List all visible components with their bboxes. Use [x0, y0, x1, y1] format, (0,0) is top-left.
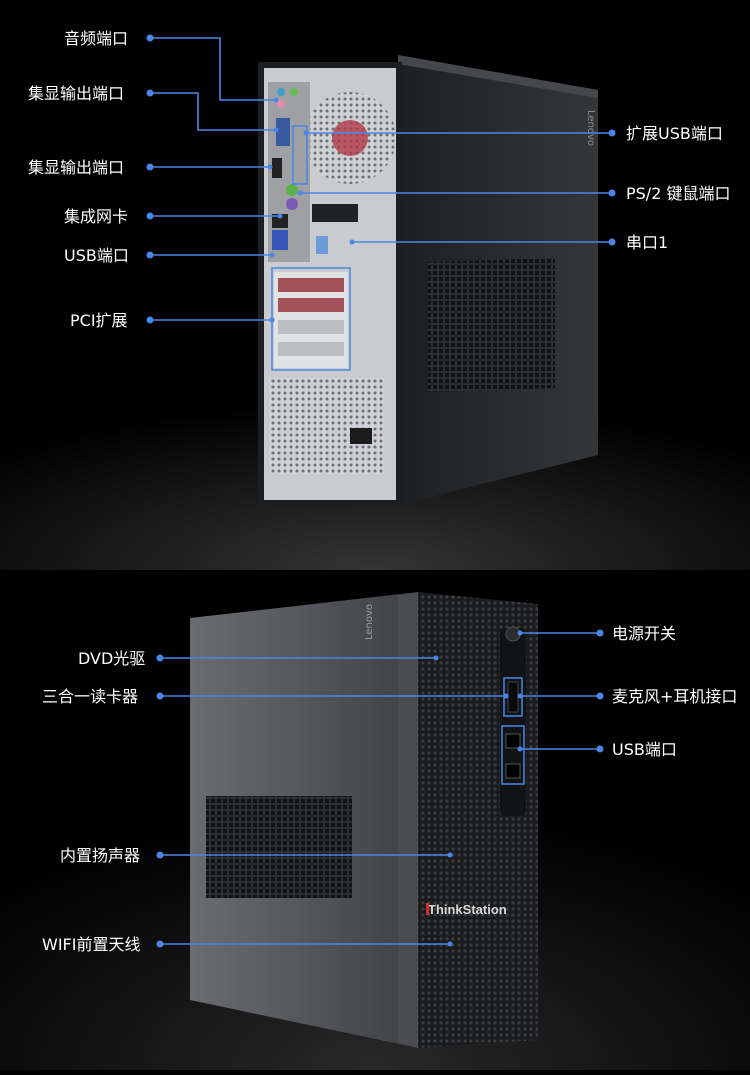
callout-tip-power-switch: [517, 630, 523, 636]
callout-dot-wifi-antenna: [156, 940, 164, 948]
label-pci-expansion: PCI扩展: [70, 311, 128, 330]
callout-tip-serial-port: [349, 239, 355, 245]
usb-front-1: [505, 733, 521, 749]
usb-expansion-box: [292, 125, 308, 185]
label-usb-expansion: 扩展USB端口: [626, 124, 723, 143]
rear-tower: Lenovo: [258, 55, 598, 505]
label-usb-port-front: USB端口: [612, 740, 677, 759]
callout-dot-audio-port: [146, 34, 154, 42]
label-wifi-antenna: WIFI前置天线: [42, 935, 141, 954]
callout-tip-integrated-nic: [277, 213, 283, 219]
audio-jack-pink: [277, 100, 285, 108]
audio-jack-front: [507, 681, 519, 713]
serial-port-shape: [316, 236, 328, 254]
callout-dot-igpu-output-2: [146, 163, 154, 171]
label-card-reader: 三合一读卡器: [42, 687, 139, 706]
callout-tip-dvd-drive: [433, 655, 439, 661]
pci-slot-3: [278, 320, 344, 334]
callout-dot-usb-expansion: [608, 129, 616, 137]
pci-slot-4: [278, 342, 344, 356]
callout-dot-mic-headphone: [596, 692, 604, 700]
callout-dot-usb-port-rear: [146, 251, 154, 259]
usb-ports-rear: [272, 230, 288, 250]
callout-dot-dvd-drive: [156, 654, 164, 662]
front-bezel-edge: [398, 592, 418, 1048]
usb-front-2: [505, 763, 521, 779]
callout-dot-card-reader: [156, 692, 164, 700]
rj45-port: [272, 214, 288, 228]
label-mic-headphone: 麦克风+耳机接口: [612, 687, 738, 706]
mic-box: [503, 677, 523, 717]
usb-front-box: [501, 725, 525, 785]
label-igpu-output-2: 集显输出端口: [28, 158, 125, 177]
pci-expansion-box: [271, 267, 351, 371]
callout-tip-usb-port-rear: [269, 252, 275, 258]
callout-dot-integrated-nic: [146, 212, 154, 220]
rear-tower-top-edge: [398, 55, 598, 98]
callout-dot-ps2-port: [608, 189, 616, 197]
fan-hub: [332, 120, 368, 156]
callout-tip-igpu-output-2: [267, 164, 273, 170]
callout-dot-usb-port-front: [596, 745, 604, 753]
thinkstation-logo: ThinkStation: [428, 902, 507, 917]
front-brand: Lenovo: [364, 604, 375, 640]
label-dvd-drive: DVD光驱: [78, 649, 146, 668]
dp-port: [272, 158, 282, 178]
callout-lines: [146, 34, 616, 948]
label-power-switch: 电源开关: [612, 624, 677, 643]
label-ps2-port: PS/2 键鼠端口: [626, 184, 731, 203]
front-io-strip: [500, 628, 526, 816]
callout-dot-speaker: [156, 851, 164, 859]
callout-tip-igpu-output-1: [273, 127, 279, 133]
audio-jack-green: [290, 88, 298, 96]
callout-dot-pci-expansion: [146, 316, 154, 324]
side-vent: [428, 258, 555, 392]
front-side-vent: [206, 796, 352, 898]
callout-dot-igpu-output-1: [146, 89, 154, 97]
audio-jack-blue: [277, 88, 285, 96]
logo-red-mark: [426, 903, 429, 915]
label-speaker: 内置扬声器: [60, 846, 141, 865]
rear-brand: Lenovo: [585, 110, 596, 146]
callout-dot-serial-port: [608, 238, 616, 246]
callout-tip-speaker: [447, 852, 453, 858]
label-audio-port: 音频端口: [64, 29, 129, 48]
serial-bracket: [312, 204, 358, 222]
power-inlet: [350, 428, 372, 444]
callout-tip-wifi-antenna: [447, 941, 453, 947]
ps2-purple: [286, 198, 298, 210]
psu-grille: [270, 378, 384, 474]
label-usb-port-rear: USB端口: [64, 246, 129, 265]
callout-tip-ps2-port: [297, 190, 303, 196]
callout-line-audio-port: [150, 37, 276, 101]
label-igpu-output-1: 集显输出端口: [28, 84, 125, 103]
vga-port: [276, 118, 290, 146]
ps2-green: [286, 184, 298, 196]
callout-line-igpu-output-1: [150, 92, 276, 131]
label-integrated-nic: 集成网卡: [64, 207, 129, 226]
pci-slot-2: [278, 298, 344, 312]
callout-dot-power-switch: [596, 629, 604, 637]
callout-tip-usb-port-front: [517, 746, 523, 752]
front-tower: ThinkStation Lenovo: [190, 592, 538, 1048]
label-serial-port: 串口1: [626, 233, 669, 252]
callout-tip-audio-port: [273, 97, 279, 103]
pci-slot-1: [278, 278, 344, 292]
